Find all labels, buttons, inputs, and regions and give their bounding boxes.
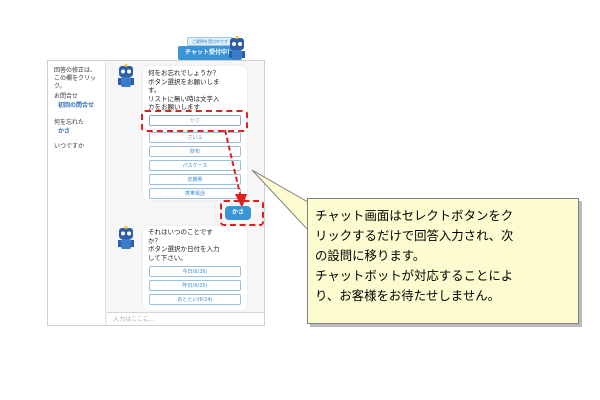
bot-avatar-icon [118, 226, 134, 249]
bot-message-bubble: 何をお忘れでしょうか？ ボタン選択をお願いしま す。 リストに無い時は文字入 カ… [143, 66, 247, 200]
option-list: かさ さいふ 財布 パスケース 定期券 携帯電話 [149, 115, 241, 199]
option-list: 今日(6/26) 昨日(6/25) おととい(6/24) [149, 266, 241, 308]
sidebar-inquiry-label: お問合せ [54, 93, 79, 100]
option-button[interactable]: 財布 [149, 146, 241, 157]
option-button[interactable]: パスケース [149, 160, 241, 171]
callout-box [307, 198, 579, 324]
option-button[interactable]: 定期券 [149, 174, 241, 185]
option-button[interactable]: 今日(6/26) [149, 266, 241, 277]
arrow-icon [224, 129, 247, 208]
callout-text: チャット画面はセレクトボタンをク リックするだけで回答入力され、次 の設問に移り… [315, 208, 514, 303]
chat-input[interactable]: 入力はここに... [107, 312, 264, 325]
callout-pointer [251, 169, 310, 232]
option-button[interactable]: かさ [149, 115, 241, 126]
bot-question-text: それはいつのことです か？ ボタン選択か日付を入力 して下さい。 [148, 228, 220, 262]
option-button[interactable]: さいふ [149, 132, 241, 143]
sidebar-forgot-value[interactable]: かさ [58, 128, 71, 135]
sidebar-forgot-label: 何を忘れた [54, 119, 85, 126]
chat-status-banner: チャット受付中！ [178, 46, 240, 60]
answer-highlight [220, 200, 264, 226]
option-button[interactable]: おととい(6/24) [149, 294, 241, 305]
sidebar-when-label: いつですか [54, 143, 85, 150]
answer-sidebar: 回答の修正は、 この欄をクリック。 お問合せ 初回の問合せ 何を忘れた かさ い… [48, 61, 106, 325]
robot-mascot-icon [229, 36, 245, 60]
sidebar-inquiry-value[interactable]: 初回の問合せ [58, 102, 95, 109]
sidebar-intro-2: この欄をクリック。 [54, 75, 97, 90]
user-answer-bubble: かさ [225, 206, 251, 220]
bot-question-text: 何をお忘れでしょうか？ ボタン選択をお願いしま す。 リストに無い時は文字入 カ… [148, 69, 220, 111]
option-button[interactable]: 昨日(6/25) [149, 280, 241, 291]
sidebar-intro-1: 回答の修正は、 [54, 67, 97, 74]
bot-message-bubble: それはいつのことです か？ ボタン選択か日付を入力 して下さい。 今日(6/26… [143, 226, 247, 310]
bot-avatar-icon [118, 64, 134, 87]
selection-highlight [141, 110, 248, 132]
